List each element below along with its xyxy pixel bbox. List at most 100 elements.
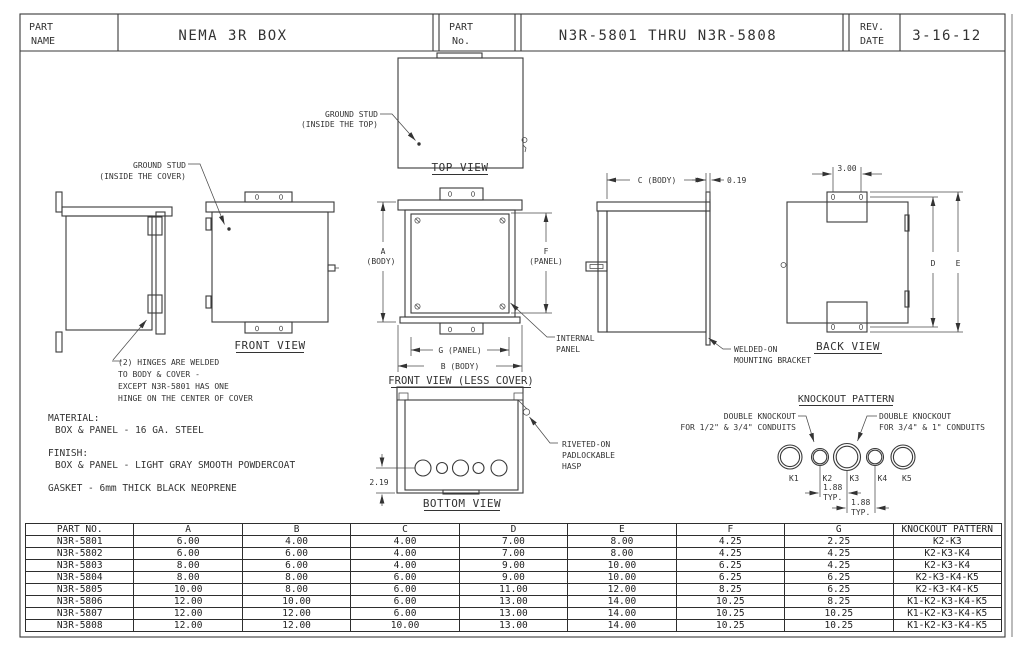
front-hinge-bottom	[205, 295, 212, 309]
back-bracket-bottom	[826, 301, 868, 333]
right-side-view: C (BODY) 0.19 WELDED-ON MOUNTING BRACKET	[585, 173, 811, 365]
table-header: PART NO.	[24, 523, 135, 536]
ground-stud-top-leader	[380, 113, 416, 141]
table-cell: 4.25	[675, 535, 786, 548]
dim-d-label: D	[931, 259, 936, 268]
table-cell: 13.00	[458, 619, 569, 632]
hinge-note-3: EXCEPT N3R-5801 HAS ONE	[118, 382, 229, 391]
table-cell: 8.00	[133, 571, 243, 584]
dim-a	[377, 201, 396, 323]
table-cell: 2.25	[784, 535, 894, 548]
table-cell: 6.25	[675, 571, 786, 584]
front-top-flange	[205, 201, 335, 213]
knockout-dim1-typ: TYP.	[823, 493, 842, 502]
table-cell: 6.00	[241, 559, 352, 572]
table-cell: 7.00	[458, 535, 569, 548]
rsv-latch	[585, 261, 608, 272]
hinge-note-leader	[112, 319, 147, 361]
dim-300	[812, 167, 882, 192]
back-body	[786, 201, 909, 324]
gasket-note: GASKET - 6mm THICK BLACK NEOPRENE	[48, 483, 237, 494]
side-cover	[155, 211, 166, 335]
table-cell: 4.00	[350, 559, 460, 572]
knockout-label-k4: K4	[878, 474, 888, 483]
bottom-tab	[442, 489, 480, 495]
table-cell: N3R-5801	[24, 535, 135, 548]
knockout-left-leader	[798, 415, 815, 443]
table-cell: 10.25	[784, 607, 894, 620]
table-cell: K2-K3-K4-K5	[892, 583, 1002, 596]
knockout-title: KNOCKOUT PATTERN	[798, 394, 894, 405]
table-header: E	[567, 523, 677, 536]
table-cell: 4.25	[675, 547, 786, 560]
table-cell: 4.00	[350, 535, 460, 548]
ground-stud-cover-leader	[188, 163, 225, 225]
table-cell: K1-K2-K3-K4-K5	[892, 619, 1002, 632]
front-view-label: FRONT VIEW	[234, 339, 305, 352]
table-cell: 14.00	[567, 607, 677, 620]
table-cell: 8.00	[241, 571, 352, 584]
table-cell: N3R-5804	[24, 571, 135, 584]
table-cell: 7.00	[458, 547, 569, 560]
ground-stud-cover-note-1: GROUND STUD	[133, 161, 186, 170]
table-cell: K2-K3-K4	[892, 559, 1002, 572]
part-name-label-1: PART	[29, 22, 53, 33]
dim-019	[692, 173, 724, 199]
table-cell: 11.00	[458, 583, 569, 596]
rev-date-label-2: DATE	[860, 36, 884, 47]
bracket-tab-bottom	[55, 331, 63, 353]
dim-f	[511, 212, 552, 314]
hinge-note-4: HINGE ON THE CENTER OF COVER	[118, 394, 253, 403]
knockout-right-note-2: FOR 3/4" & 1" CONDUITS	[879, 423, 985, 432]
table-cell: 12.00	[241, 619, 352, 632]
table-cell: 6.00	[133, 547, 243, 560]
table-header: A	[133, 523, 243, 536]
flc-label: FRONT VIEW (LESS COVER)	[388, 375, 533, 387]
table-header: D	[458, 523, 569, 536]
back-view: 3.00 D E BACK VIEW	[780, 164, 963, 354]
top-view: GROUND STUD (INSIDE THE TOP) TOP VIEW	[301, 52, 528, 175]
internal-panel-note-1: INTERNAL	[556, 334, 595, 343]
table-cell: K1-K2-K3-K4-K5	[892, 595, 1002, 608]
table-cell: 10.00	[567, 571, 677, 584]
internal-panel-leader	[510, 302, 555, 338]
dim-c-label: C (BODY)	[638, 176, 677, 185]
table-cell: 8.25	[675, 583, 786, 596]
back-bracket-top	[826, 191, 868, 223]
table-cell: 12.00	[133, 595, 243, 608]
table-cell: 4.25	[784, 559, 894, 572]
knockout-dim1-value: 1.88	[823, 483, 842, 492]
table-cell: K2-K3-K4-K5	[892, 571, 1002, 584]
table-cell: 12.00	[241, 607, 352, 620]
flc-bottom-flange	[399, 316, 521, 324]
ground-stud-dot-cover	[227, 227, 231, 231]
sheet-frame	[19, 13, 1013, 638]
top-view-latch-hook	[522, 144, 527, 153]
top-view-body	[397, 57, 524, 169]
dim-f-word: (PANEL)	[529, 257, 563, 266]
table-cell: 8.00	[241, 583, 352, 596]
table-cell: 13.00	[458, 595, 569, 608]
material-body: BOX & PANEL - 16 GA. STEEL	[55, 425, 204, 436]
front-latch	[327, 264, 336, 272]
part-name-label-2: NAME	[31, 36, 55, 47]
table-cell: 9.00	[458, 559, 569, 572]
back-view-label: BACK VIEW	[816, 340, 880, 353]
table-cell: N3R-5808	[24, 619, 135, 632]
table-cell: 10.25	[675, 607, 786, 620]
hinge-note-1: (2) HINGES ARE WELDED	[118, 358, 219, 367]
table-cell: N3R-5803	[24, 559, 135, 572]
knockout-left-note-1: DOUBLE KNOCKOUT	[724, 412, 796, 421]
bottom-knockouts	[414, 459, 508, 477]
front-view-less-cover: A (BODY) F (PANEL) G (PANEL) B (BODY) IN…	[367, 187, 595, 388]
front-bracket-top	[244, 191, 293, 203]
hinge-bottom	[147, 294, 163, 314]
table-cell: N3R-5805	[24, 583, 135, 596]
table-cell: 4.00	[241, 535, 352, 548]
